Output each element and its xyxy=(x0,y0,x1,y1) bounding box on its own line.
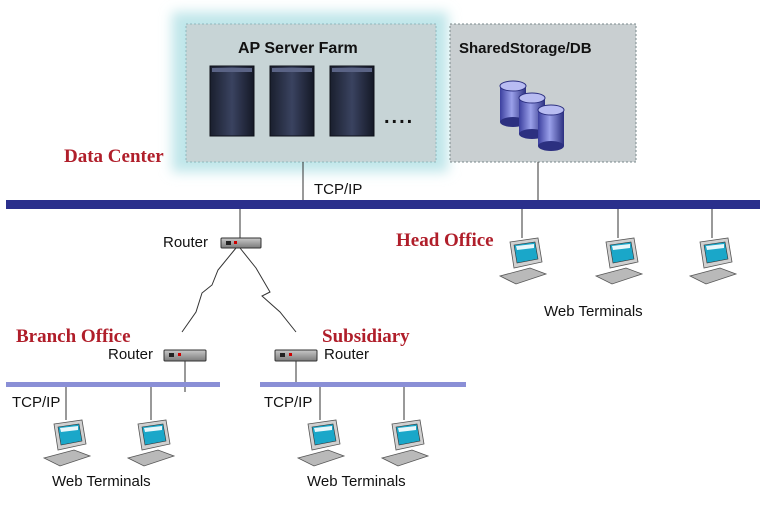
router-icon xyxy=(220,237,262,249)
backbone-bus xyxy=(6,200,760,209)
router-icon xyxy=(163,349,207,362)
more-servers-ellipsis: .... xyxy=(384,106,415,128)
computer-terminal-icon xyxy=(380,419,430,467)
wan-link-subsidiary xyxy=(239,247,297,333)
computer-terminal-icon xyxy=(498,237,548,285)
subsidiary-router-label: Router xyxy=(324,346,370,363)
computer-terminal-icon xyxy=(42,419,92,467)
subsidiary-terminals-label: Web Terminals xyxy=(307,473,406,490)
server-farm-title: AP Server Farm xyxy=(238,40,358,57)
wan-link-branch xyxy=(181,247,237,333)
branch-protocol-label: TCP/IP xyxy=(12,394,61,411)
storage-title: SharedStorage/DB xyxy=(459,40,592,57)
backbone-protocol-label: TCP/IP xyxy=(314,181,363,198)
subsidiary-label: Subsidiary xyxy=(322,326,410,347)
server-rack-icon xyxy=(209,65,255,137)
computer-terminal-icon xyxy=(296,419,346,467)
server-rack-icon xyxy=(269,65,315,137)
database-icon xyxy=(499,80,565,151)
branch-router-label: Router xyxy=(108,346,154,363)
data-center-label: Data Center xyxy=(64,146,164,167)
router-icon xyxy=(274,349,318,362)
branch-office-label: Branch Office xyxy=(16,326,131,347)
server-rack-icon xyxy=(329,65,375,137)
head-office-label: Head Office xyxy=(396,230,494,251)
subsidiary-lan-bus xyxy=(260,382,466,387)
branch-terminals-label: Web Terminals xyxy=(52,473,151,490)
computer-terminal-icon xyxy=(126,419,176,467)
branch-lan-bus xyxy=(6,382,220,387)
computer-terminal-icon xyxy=(594,237,644,285)
head-office-terminals-label: Web Terminals xyxy=(544,303,643,320)
computer-terminal-icon xyxy=(688,237,738,285)
main-router-label: Router xyxy=(163,234,209,251)
subsidiary-protocol-label: TCP/IP xyxy=(264,394,313,411)
